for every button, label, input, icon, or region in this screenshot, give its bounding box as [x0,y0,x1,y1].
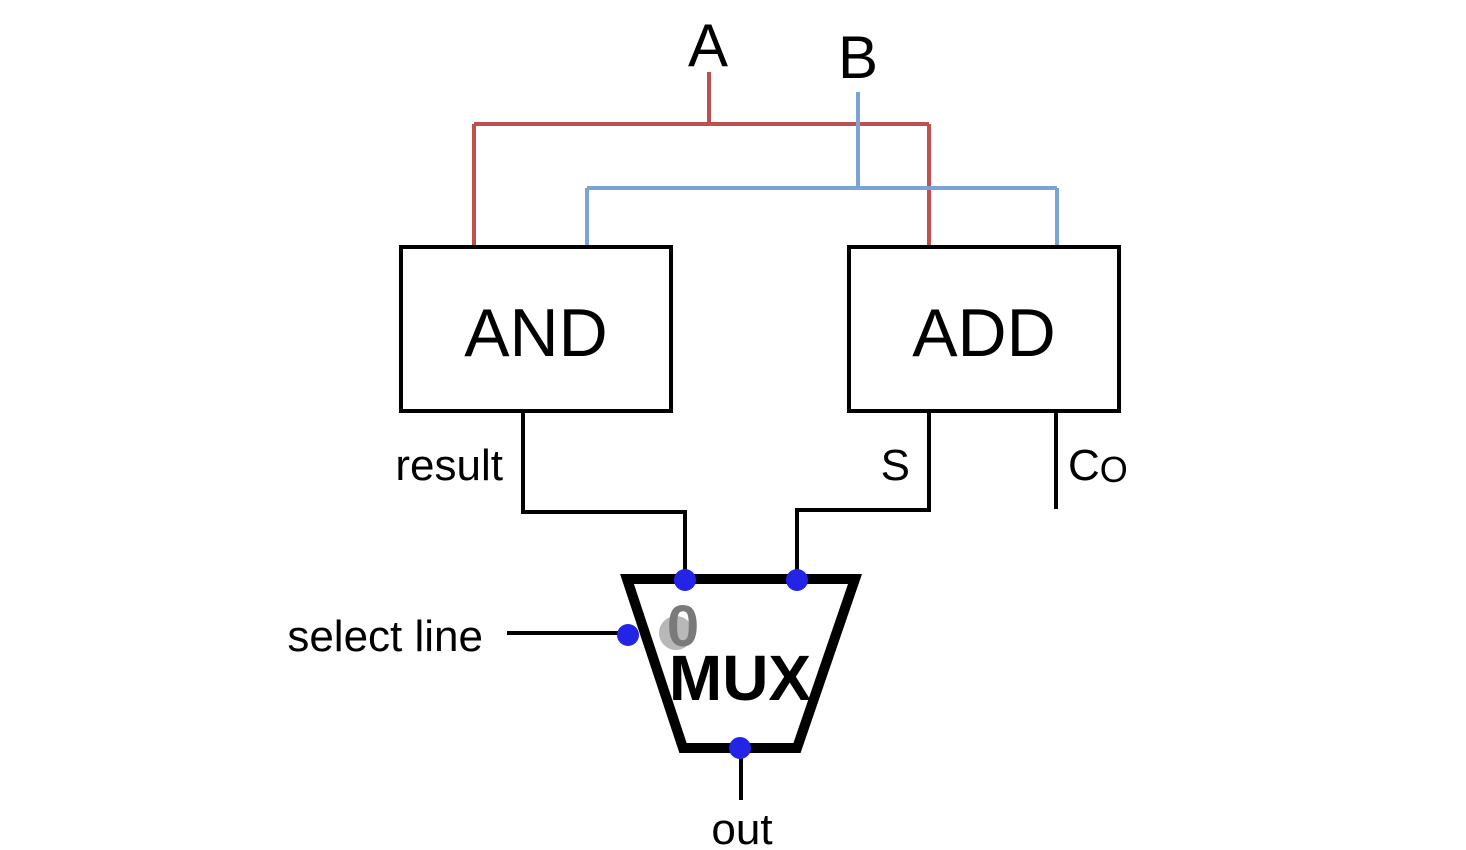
out-label: out [711,805,772,850]
carry-out-sub: O [1100,449,1128,490]
and-block-label: AND [464,295,608,371]
wire-b [585,92,1059,247]
carry-out-label: CO [1068,441,1128,490]
sum-output-label: S [881,441,910,490]
add-block-label: ADD [912,295,1056,371]
add-block: ADD [847,245,1121,413]
mux-block: 0 MUX [620,574,863,753]
select-line-label: select line [287,612,483,661]
mux-output-port [729,737,751,759]
mux-select-port [617,624,639,646]
mux-input-0-port [674,569,696,591]
mux-label: MUX [669,642,812,714]
port-dots [617,569,808,759]
mux-select-highlight [659,616,693,650]
wire-a [472,72,931,247]
mux-select-value: 0 [667,594,699,659]
input-b-label: B [838,24,878,91]
result-label: result [395,441,503,490]
mux-input-1-port [786,569,808,591]
and-block: AND [399,245,673,413]
carry-out-main: C [1068,441,1100,490]
input-a-label: A [688,12,728,79]
